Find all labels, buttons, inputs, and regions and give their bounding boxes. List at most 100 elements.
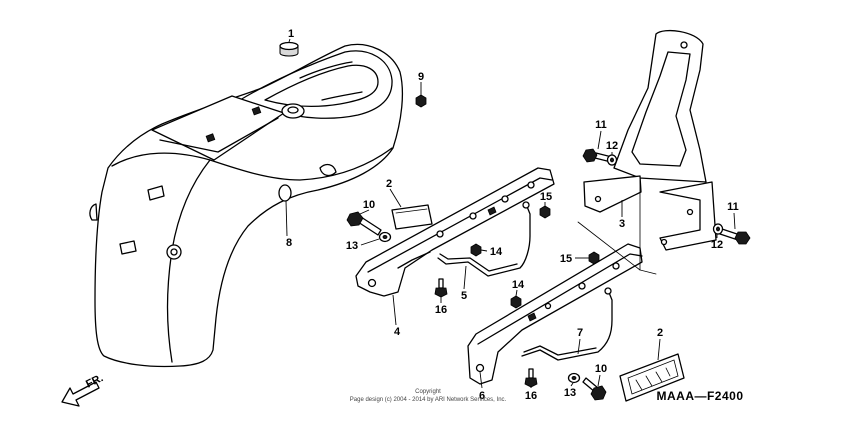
callout-reflector: 2: [657, 327, 663, 339]
leader-line: [359, 209, 370, 215]
leader-line: [597, 374, 601, 387]
leader-line: [463, 265, 467, 290]
nut-1: [279, 41, 299, 57]
fender-top-slot-2: [321, 91, 363, 101]
callout-nut: 9: [418, 71, 424, 83]
bolt-shaft: [438, 278, 444, 289]
washer-12-lower: [712, 223, 724, 235]
diagram-code: MAAA—F2400: [656, 389, 743, 403]
callout-bolt: 16: [525, 390, 537, 402]
leader-lines: [285, 38, 736, 389]
callout-washer: 13: [564, 387, 576, 399]
fender-top-rail-inner: [264, 64, 379, 107]
copyright-line-2: Page design (c) 2004 - 2014 by ARI Netwo…: [350, 397, 507, 403]
stay-hole: [436, 230, 444, 238]
callout-bracket: 5: [461, 290, 467, 302]
callout-bolt: 10: [363, 199, 375, 211]
stay-hole: [367, 278, 377, 288]
pad-edge: [395, 208, 428, 214]
bracket-7: [521, 287, 613, 361]
bracket-5: [437, 201, 531, 277]
stay-hole: [475, 363, 485, 373]
leader-line: [389, 188, 402, 208]
leader-line: [577, 338, 581, 355]
callout-bolt: 11: [595, 119, 607, 131]
stay-step: [397, 251, 431, 269]
nut-15-upper: [539, 205, 551, 219]
bracket-wire: [521, 289, 613, 361]
stay-hole: [501, 195, 509, 203]
leader-line: [570, 382, 574, 387]
bolt-head: [590, 385, 607, 401]
fender-side-contour: [111, 147, 393, 181]
stay-4: [355, 167, 555, 297]
rear-fender: [89, 43, 404, 368]
callout-washer: 12: [606, 140, 618, 152]
reflector-prism: [635, 367, 671, 391]
stay-body: [467, 243, 643, 385]
callout-pad: 2: [386, 178, 392, 190]
callout-bolt: 16: [435, 304, 447, 316]
callout-nut: 1: [288, 28, 294, 40]
bracket-eye: [522, 201, 530, 209]
fender-clip: [119, 240, 137, 255]
callout-bracket: 7: [577, 327, 583, 339]
stay-flange: [367, 177, 553, 273]
leader-line: [360, 238, 380, 246]
bolt-head: [434, 287, 448, 298]
fender-standoff: [89, 203, 98, 221]
leader-line: [657, 338, 661, 361]
callout-nut: 14: [490, 246, 503, 258]
reflector-2-lower: [619, 353, 685, 402]
bolt-11-lower: [719, 228, 751, 245]
bolt-head: [524, 377, 538, 388]
callout-nut: 14: [512, 279, 525, 291]
stay-6: [467, 243, 643, 385]
nut-body: [539, 205, 551, 219]
reflector-body: [619, 353, 685, 402]
callout-bracket: 3: [619, 218, 625, 230]
bolt-10-lower: [582, 377, 607, 401]
bracket-eye: [604, 287, 612, 295]
front-direction-indicator: FR.: [61, 372, 105, 407]
bolt-16-upper: [434, 278, 448, 298]
stay-rib: [527, 312, 537, 322]
callout-bolt: 11: [727, 201, 739, 213]
fender-mount-plate-edge: [159, 117, 279, 153]
bracket-3: [577, 30, 717, 275]
callout-bolt: 10: [595, 363, 607, 375]
copyright-line-1: Copyright: [415, 389, 441, 395]
nut-9: [415, 94, 427, 108]
washer-13-upper: [378, 231, 392, 243]
nut-14-lower: [510, 295, 522, 309]
washer-13-lower: [567, 372, 581, 384]
bolt-10-upper: [346, 211, 382, 236]
fender-top-slot: [299, 61, 353, 79]
bolt-16-lower: [524, 368, 538, 388]
stay-hole: [612, 262, 620, 270]
fender-center-grommet-hole: [287, 106, 299, 114]
stay-hole: [527, 181, 535, 189]
bolt-head: [734, 231, 751, 245]
bracket-hole: [680, 41, 688, 49]
fender-top-rail: [239, 50, 393, 119]
bracket-wire: [437, 203, 531, 277]
washer-hole: [571, 375, 577, 380]
leader-line: [392, 294, 397, 326]
callout-nut: 15: [560, 253, 572, 265]
fender-boss: [278, 184, 292, 202]
stay-hole: [469, 212, 477, 220]
alignment-line: [639, 179, 657, 275]
callout-nut: 15: [540, 191, 552, 203]
front-arrow-icon: [61, 381, 100, 407]
fender-clip: [205, 133, 216, 143]
bracket-loop-inner: [631, 51, 691, 167]
washer-12-upper: [606, 154, 618, 166]
bolt-head: [582, 148, 598, 163]
nut-body: [415, 94, 427, 108]
alignment-line: [577, 221, 641, 271]
callout-stay: 4: [394, 326, 401, 338]
stay-flange: [477, 253, 643, 345]
stay-hole: [544, 302, 552, 310]
